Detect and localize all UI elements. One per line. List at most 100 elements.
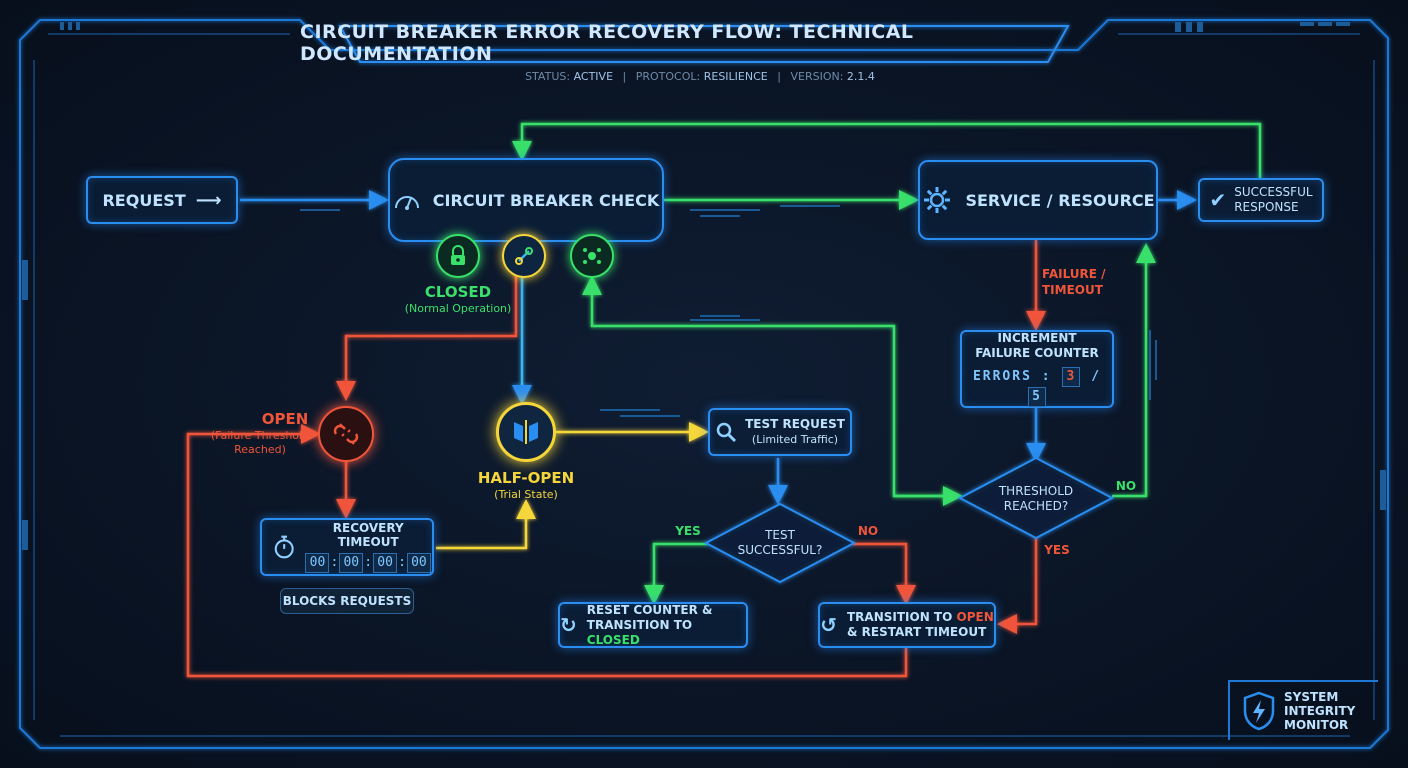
network-icon [583,248,601,264]
arrow-timeout-to-half-open [436,499,536,550]
recovery-sep-3: : [398,555,406,570]
refresh-icon: ↻ [560,613,577,637]
arrow-threshold-no [1112,243,1156,498]
request-node: REQUEST ⟶ [86,176,238,224]
threshold-yes-label: YES [1044,543,1070,557]
recovery-sep-1: : [330,555,339,570]
transition-line-1b: OPEN [956,610,994,624]
service-resource-node: SERVICE / RESOURCE [918,160,1158,240]
failure-line-2: TIMEOUT [1042,283,1103,297]
errors-current: 3 [1062,367,1081,387]
transition-open-node: ↺ TRANSITION TO OPEN & RESTART TIMEOUT [818,602,996,648]
arrow-test-no [852,542,916,605]
inner-frame [33,33,1375,737]
blocks-requests-node: BLOCKS REQUESTS [280,588,414,614]
increment-line-2: FAILURE COUNTER [975,346,1099,360]
page-title: CIRCUIT BREAKER ERROR RECOVERY FLOW: TEC… [300,21,914,65]
recovery-digit-2: 00 [339,553,364,573]
success-line-1: SUCCESSFUL [1234,185,1313,199]
decorative-dashes [300,205,1157,417]
system-integrity-monitor: SYSTEM INTEGRITY MONITOR [1228,680,1378,740]
transition-line-1a: TRANSITION TO [847,610,957,624]
recovery-digit-4: 00 [406,553,431,573]
open-state-subtitle: (Failure Threshold Reached) [204,429,316,457]
increment-counter-node: INCREMENT FAILURE COUNTER ERRORS : 3 / 5 [960,330,1114,408]
reset-line-2a: TRANSITION TO [586,617,693,632]
recovery-countdown: 00:00:00:00 [304,553,431,573]
open-sub-2: Reached) [234,443,286,456]
recovery-digit-1: 00 [305,553,330,573]
shield-lightning-icon [1243,691,1275,731]
protocol-value: RESILIENCE [703,70,768,83]
closed-state-subtitle: (Normal Operation) [404,302,512,315]
service-label: SERVICE / RESOURCE [965,190,1155,210]
broken-link-icon [333,423,359,445]
arrow-threshold-yes [997,536,1038,634]
half-open-icon [514,420,538,444]
errors-max: 5 [1028,387,1046,407]
open-state-title: OPEN [261,410,309,428]
half-open-title: HALF-OPEN [477,469,575,487]
breaker-check-label: CIRCUIT BREAKER CHECK [432,190,660,210]
threshold-no-label: NO [1115,479,1137,493]
recovery-timeout-node: RECOVERY TIMEOUT 00:00:00:00 [260,518,434,576]
recovery-label: RECOVERY TIMEOUT [332,521,404,549]
test-request-node: TEST REQUEST (Limited Traffic) [708,408,852,456]
arrow-closed-loop [582,275,958,498]
request-label: REQUEST [102,190,186,210]
outer-frame [19,19,1389,749]
arrow-transition-to-open-loop [186,424,908,678]
closed-state-title: CLOSED [424,283,492,301]
gauge-icon [394,196,419,210]
version-value: 2.1.4 [846,70,875,83]
status-label: STATUS: [525,70,571,83]
search-icon [716,422,737,443]
recovery-digit-3: 00 [373,553,398,573]
success-line-2: RESPONSE [1234,200,1299,214]
arrow-check-to-open [336,268,518,401]
transition-line-2: & RESTART TIMEOUT [847,625,987,639]
successful-response-node: ✔ SUCCESSFUL RESPONSE [1198,178,1324,222]
reset-line-2b: CLOSED [586,632,640,647]
half-open-subtitle: (Trial State) [494,488,558,501]
status-value: ACTIVE [573,70,614,83]
frame-ticks [22,22,1386,550]
test-request-line-2: (Limited Traffic) [751,433,839,446]
lock-icon [451,245,465,265]
errors-sep: : [1041,369,1052,384]
protocol-separator: | [777,70,781,83]
check-icon: ✔ [1209,188,1227,212]
monitor-line-1: SYSTEM [1284,690,1339,704]
monitor-line-2: INTEGRITY [1284,704,1356,718]
status-line: STATUS: ACTIVE | PROTOCOL: RESILIENCE | … [400,70,1000,83]
link-icon [515,247,533,265]
reset-line-1: RESET COUNTER & [586,602,713,617]
recovery-sep-2: : [364,555,373,570]
failure-timeout-label: FAILURE / TIMEOUT [1042,266,1112,298]
threshold-line-1: THRESHOLD [998,484,1074,498]
stopwatch-icon [274,535,294,559]
recovery-state-circle [570,234,614,278]
errors-label: ERRORS [972,369,1032,384]
circuit-breaker-check-node: CIRCUIT BREAKER CHECK [388,158,664,242]
closed-state-circle [436,234,480,278]
error-counter: ERRORS : 3 / 5 [962,367,1112,407]
test-success-diamond [703,502,857,584]
test-success-line-1: TEST [765,528,795,542]
half-open-state-circle [502,234,546,278]
errors-slash: / [1091,369,1102,384]
failure-line-1: FAILURE / [1042,267,1106,281]
arrow-success-loop-back [512,122,1262,180]
increment-line-1: INCREMENT [997,331,1077,345]
reset-counter-node: ↻ RESET COUNTER & TRANSITION TO CLOSED [558,602,748,648]
test-request-line-1: TEST REQUEST [745,417,845,431]
test-no-label: NO [857,524,879,538]
status-separator: | [622,70,627,83]
monitor-line-3: MONITOR [1284,718,1349,732]
threshold-line-2: REACHED? [1003,499,1069,513]
arrow-right-icon: ⟶ [195,189,222,211]
threshold-question: THRESHOLD REACHED? [980,484,1092,514]
arrow-test-yes [644,542,708,605]
